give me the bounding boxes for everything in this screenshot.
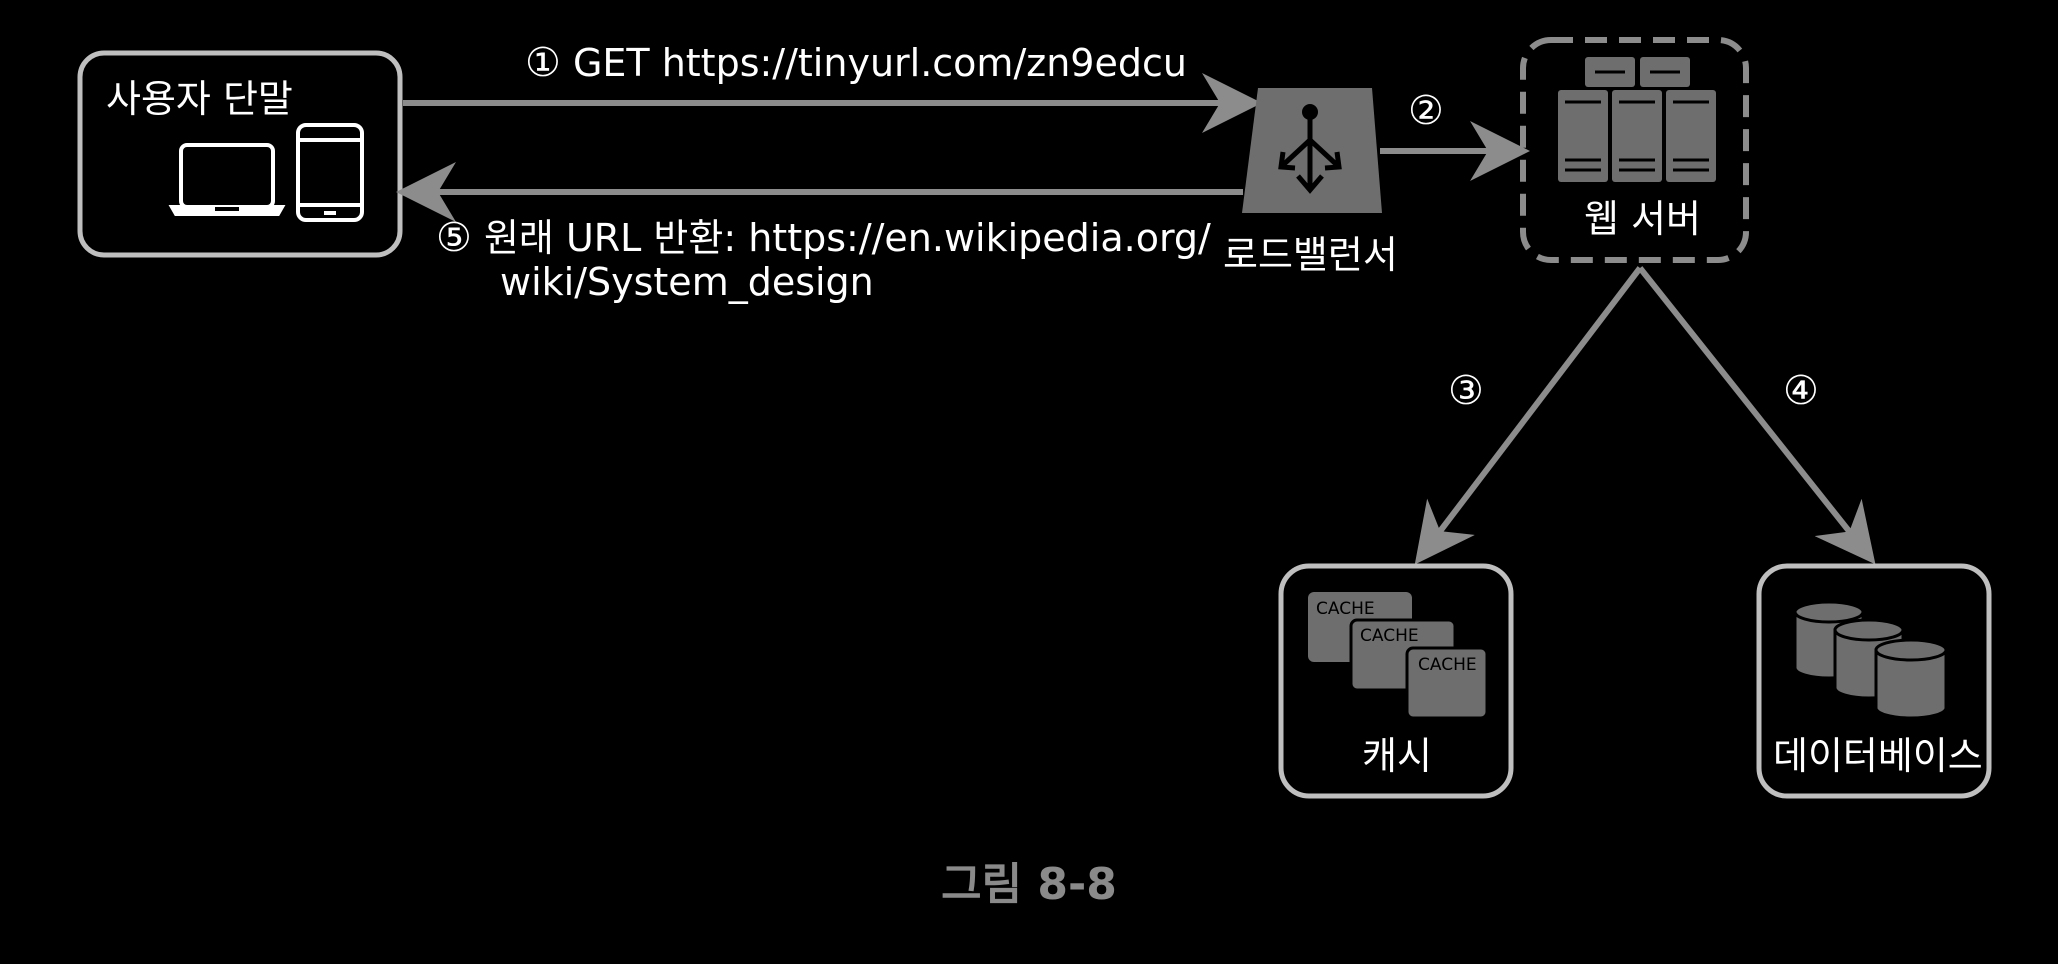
web-server-label: 웹 서버 [1584,197,1701,241]
step-5-text-line1: 원래 URL 반환: https://en.wikipedia.org/ [483,216,1211,260]
client-box [77,50,403,258]
step-2-number: ② [1408,88,1444,134]
figure-caption: 그림 8-8 [941,859,1117,910]
web-server-box [1520,37,1749,263]
step-1-label: ① GET https://tinyurl.com/zn9edcu [525,40,1187,86]
cache-tag-2: CACHE [1360,626,1419,646]
step-1-number: ① [525,40,561,86]
step-5-number: ⑤ [436,215,472,261]
database-icon [1793,600,1948,720]
cache-label: 캐시 [1362,734,1432,778]
load-balancer-label: 로드밸런서 [1223,233,1398,277]
laptop-icon [168,143,286,216]
cache-box [1278,563,1514,799]
cache-tag-1: CACHE [1316,599,1375,619]
arrow-to-database [1637,266,1876,565]
server-rack-icon [1558,57,1716,182]
step-5-text-line2: wiki/System_design [500,260,874,304]
load-balancer-icon [1242,88,1382,213]
cache-stack-icon: CACHE CACHE CACHE [1308,592,1489,720]
database-box [1756,563,1992,799]
cache-tag-3: CACHE [1418,655,1477,675]
step-3-number: ③ [1448,368,1484,414]
client-label: 사용자 단말 [106,77,293,121]
step-4-number: ④ [1783,368,1819,414]
database-label: 데이터베이스 [1773,734,1983,778]
arrow-to-cache [1414,266,1643,565]
tablet-icon [296,123,364,222]
step-5-label: ⑤ 원래 URL 반환: https://en.wikipedia.org/ w… [436,215,1211,305]
step-1-text: GET https://tinyurl.com/zn9edcu [572,41,1187,85]
